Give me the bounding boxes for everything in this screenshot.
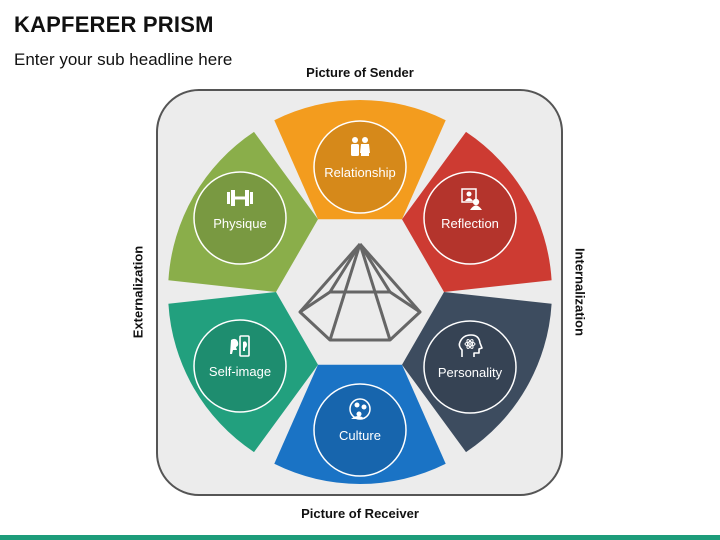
people-icon [351,137,370,156]
page-title: KAPFERER PRISM [14,12,214,37]
axis-label-left: Externalization [130,245,146,339]
segment-reflection: Reflection [402,131,552,292]
head-atom-icon [458,334,483,357]
segment-relationship-label: Relationship [324,165,396,180]
segment-culture-circle [313,383,407,477]
segment-relationship: Relationship [274,100,446,220]
segment-self_image-label: Self-image [209,364,271,379]
segment-personality-label: Personality [438,365,503,380]
segment-self_image: Self-image [168,292,318,453]
segment-reflection-label: Reflection [441,216,499,231]
axis-label-top: Picture of Sender [306,65,414,80]
globe-people-icon [349,398,371,420]
axis-label-right: Internalization [572,247,588,337]
dumbbell-icon [227,190,253,206]
prism-segments: RelationshipReflectionPersonalityCulture… [168,100,552,484]
segment-physique: Physique [168,131,318,292]
segment-culture-label: Culture [339,428,381,443]
segment-physique-label: Physique [213,216,266,231]
segment-relationship-circle [313,120,407,214]
segment-personality-circle [423,320,517,414]
bottom-accent-stripe [0,535,720,540]
page-subtitle: Enter your sub headline here [14,50,233,69]
segment-personality: Personality [402,292,552,453]
segment-self_image-circle [193,319,287,413]
portrait-icon [461,188,482,210]
segment-culture: Culture [274,364,446,484]
segment-reflection-circle [423,171,517,265]
axis-label-bottom: Picture of Receiver [301,506,419,521]
segment-physique-circle [193,171,287,265]
pyramid-icon [298,243,422,342]
mirror-icon [230,335,250,357]
